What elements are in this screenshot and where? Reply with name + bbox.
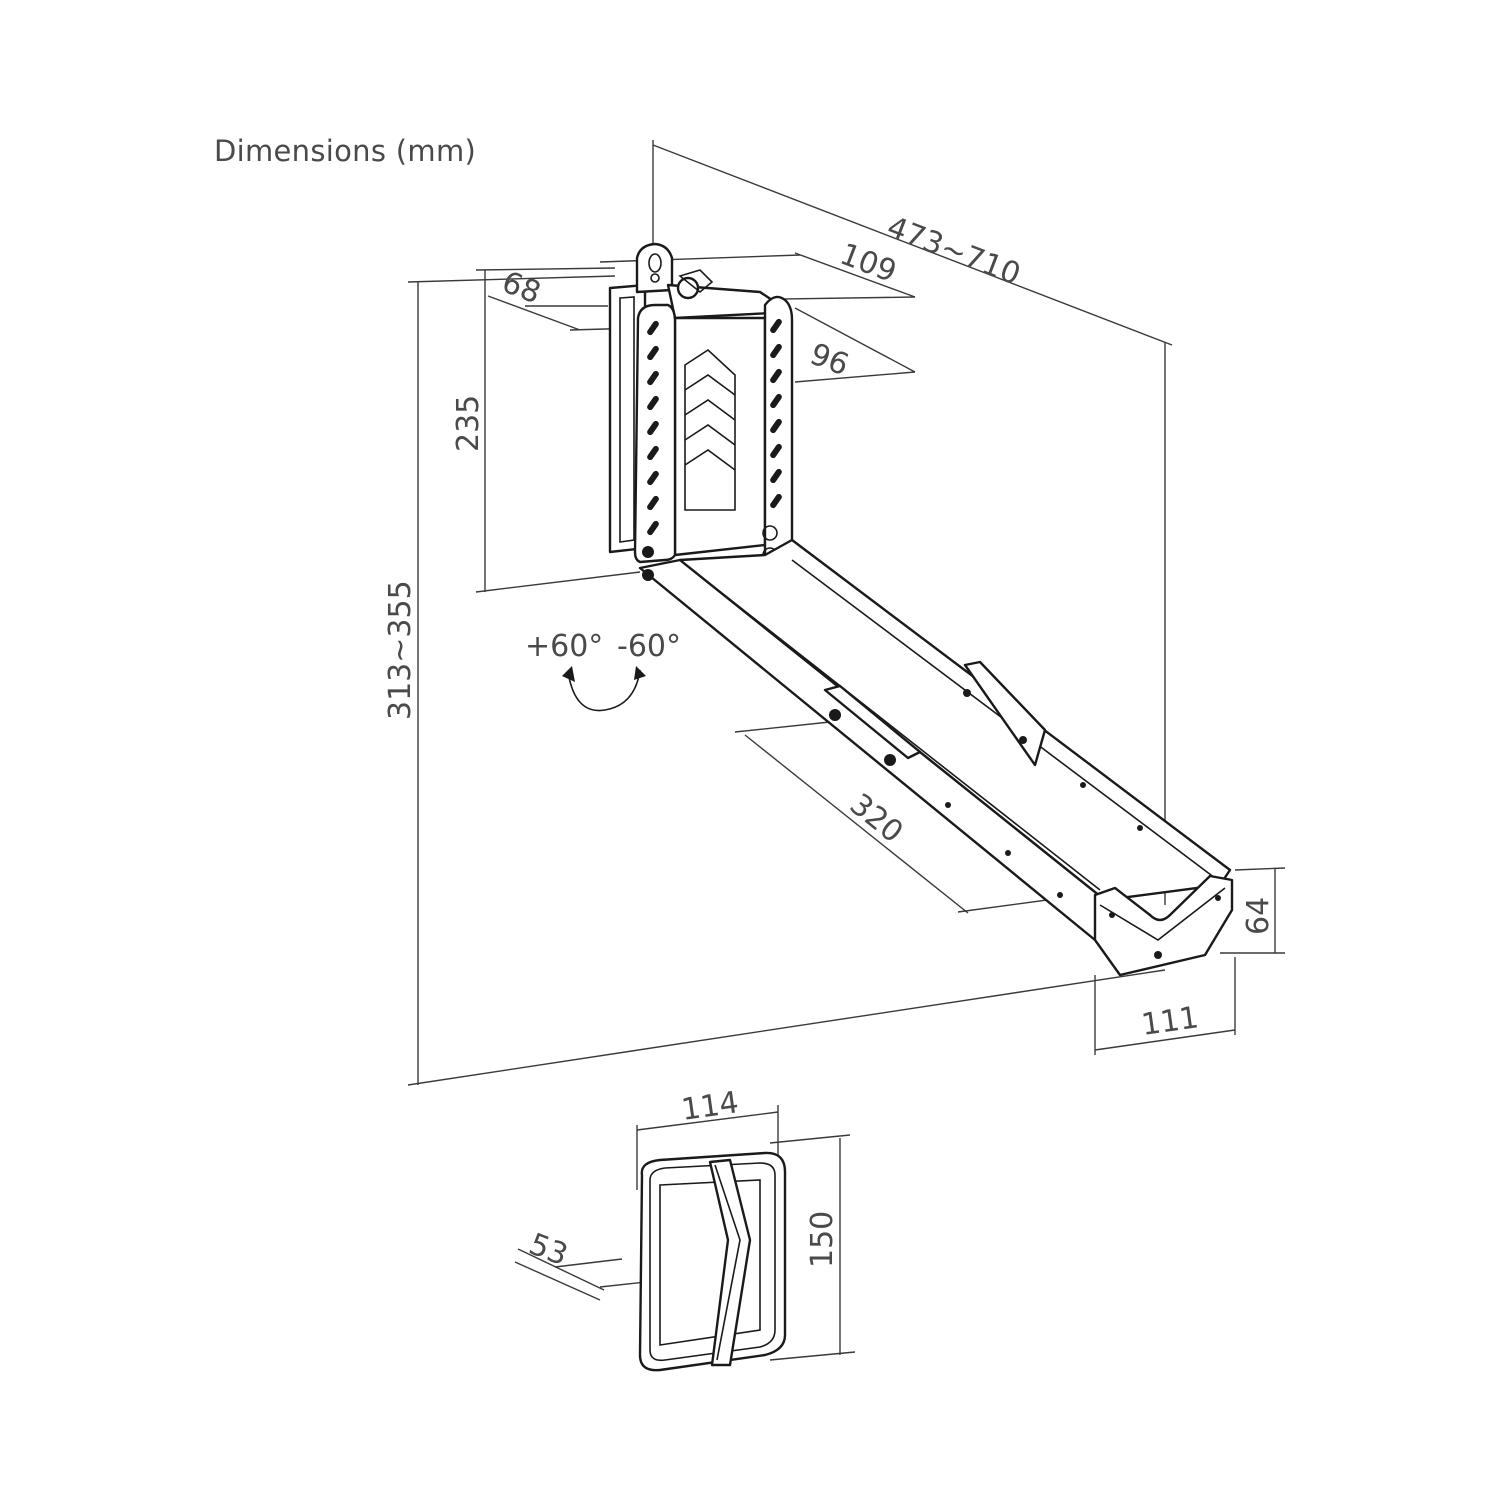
dimension-lines: [407, 140, 1286, 1361]
adjustment-slots: [647, 318, 782, 563]
label-bracket-width: 96: [805, 337, 853, 383]
label-rotation-negative: -60°: [617, 629, 681, 664]
label-pad-width: 114: [679, 1085, 741, 1128]
label-total-depth: 473~710: [882, 210, 1025, 293]
rotation-arrow: [567, 669, 641, 712]
label-cradle-height: 64: [1241, 897, 1276, 935]
label-rotation-positive: +60°: [525, 629, 603, 664]
pad-depth-leader: [514, 1261, 601, 1301]
label-pad-height: 150: [805, 1211, 840, 1268]
label-arm-length: 320: [843, 787, 910, 850]
telescopic-arm: [638, 538, 1232, 942]
wall-plate: [608, 242, 794, 589]
label-cradle-width: 111: [1139, 1000, 1201, 1043]
v-cradle: [1093, 874, 1234, 977]
label-bracket-depth: 68: [497, 265, 545, 311]
label-wall-plate-height: 235: [451, 395, 486, 452]
rubber-pad: [638, 1151, 787, 1372]
label-total-height: 313~355: [383, 580, 418, 720]
diagram-title: Dimensions (mm): [214, 134, 477, 168]
